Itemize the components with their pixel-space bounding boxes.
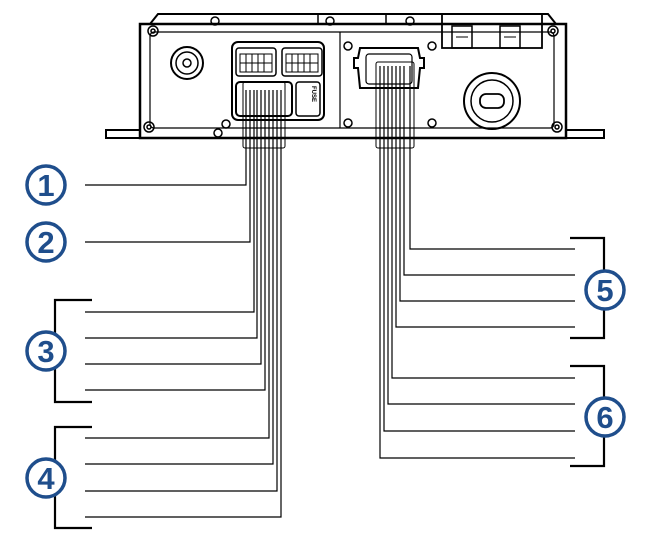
wire-6d — [379, 66, 575, 459]
module-top-lip — [149, 13, 557, 25]
wire-3d — [85, 90, 266, 391]
callout-1: 1 — [25, 164, 67, 206]
callout-5-label: 5 — [596, 273, 613, 308]
wire-5d — [395, 66, 575, 328]
wire-3b — [85, 90, 258, 339]
wire-6b — [387, 66, 575, 405]
wire-4d — [85, 90, 282, 518]
wire-6c — [383, 66, 575, 432]
wire-3a — [85, 90, 255, 313]
fuse-label: FUSE — [310, 86, 316, 102]
left-harness — [85, 81, 286, 518]
wire-4b — [85, 90, 274, 465]
callout-4-label: 4 — [37, 461, 55, 496]
data-port-icon — [463, 72, 521, 130]
wire-5c — [399, 66, 575, 302]
wire-6a — [391, 66, 575, 379]
wire-4c — [85, 90, 278, 492]
wire-3c — [85, 90, 262, 365]
left-connector-block — [231, 41, 325, 121]
right-connector — [353, 47, 425, 89]
control-module — [105, 13, 605, 140]
twin-socket-housing — [441, 13, 543, 49]
callout-4: 4 — [25, 457, 67, 499]
module-body — [138, 22, 568, 140]
screw-icons — [143, 16, 563, 138]
callout-5: 5 — [584, 269, 626, 311]
power-post-icon — [170, 46, 204, 80]
callout-3-label: 3 — [37, 334, 54, 369]
wire-2 — [85, 90, 251, 243]
wire-5b — [403, 66, 575, 276]
callout-2-label: 2 — [37, 225, 54, 260]
callout-3: 3 — [25, 330, 67, 372]
callout-1-label: 1 — [37, 168, 54, 203]
right-harness — [375, 61, 575, 459]
wire-4a — [85, 90, 270, 439]
callout-2: 2 — [25, 221, 67, 263]
callout-6-label: 6 — [596, 400, 613, 435]
callout-6: 6 — [584, 396, 626, 438]
wire-1 — [85, 90, 247, 186]
wire-5a — [409, 66, 575, 250]
brackets — [53, 236, 606, 530]
